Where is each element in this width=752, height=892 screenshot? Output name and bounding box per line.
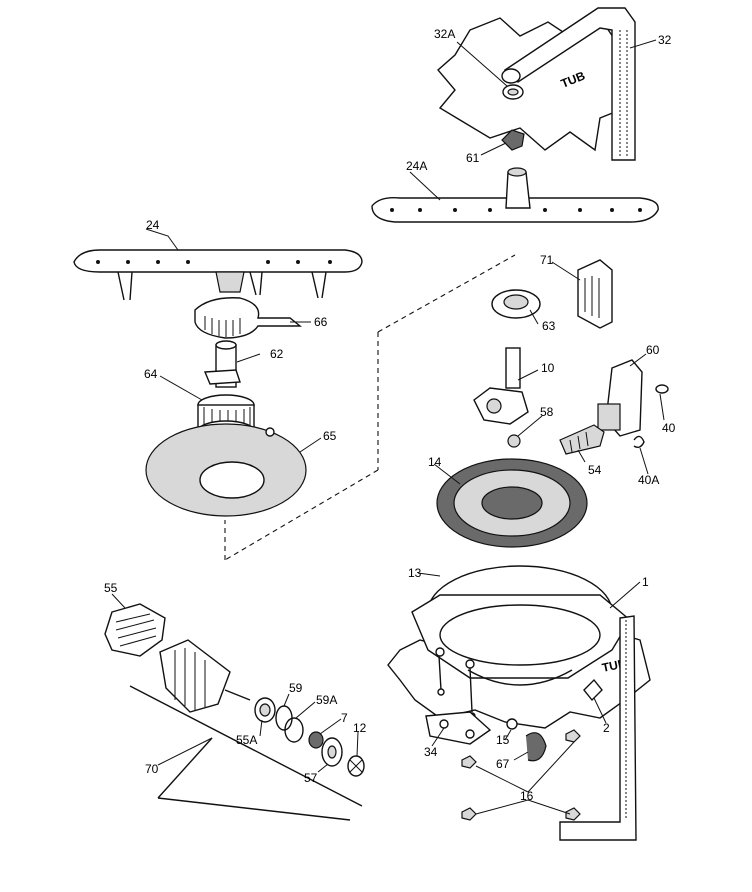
filter-disc-14 — [436, 458, 588, 548]
label-61: 61 — [466, 151, 480, 165]
gasket-32A — [502, 84, 524, 100]
label-1: 1 — [642, 575, 649, 589]
label-7: 7 — [341, 711, 348, 725]
inlet-valve-60 — [597, 359, 643, 437]
hose-54 — [559, 424, 605, 455]
label-24: 24 — [146, 218, 160, 232]
label-60: 60 — [646, 343, 660, 357]
clip-40A — [633, 435, 645, 449]
label-63: 63 — [542, 319, 556, 333]
nuts-16 — [461, 729, 581, 821]
label-59: 59 — [289, 681, 303, 695]
upper-tub-cutaway: TUB — [437, 16, 626, 152]
upper-spray-arm-24A — [371, 167, 659, 223]
label-59A: 59A — [316, 693, 337, 707]
filter-screen-65 — [145, 423, 307, 517]
label-67: 67 — [496, 757, 510, 771]
label-15: 15 — [496, 733, 510, 747]
label-16: 16 — [520, 789, 534, 803]
label-34: 34 — [424, 745, 438, 759]
motor-70 — [129, 639, 363, 821]
tube-62 — [203, 340, 241, 388]
part-labels: 32A 32 61 24A 24 71 66 63 62 60 64 10 40… — [104, 27, 676, 803]
clip-40 — [655, 384, 669, 394]
part-15 — [506, 718, 518, 730]
motor-bracket-55 — [104, 603, 166, 657]
label-65: 65 — [323, 429, 337, 443]
label-62: 62 — [270, 347, 284, 361]
label-14: 14 — [428, 455, 442, 469]
label-32: 32 — [658, 33, 672, 47]
label-71: 71 — [540, 253, 554, 267]
label-54: 54 — [588, 463, 602, 477]
label-40: 40 — [662, 421, 676, 435]
label-57: 57 — [304, 771, 318, 785]
cap-63 — [491, 289, 541, 319]
label-13: 13 — [408, 566, 422, 580]
sump-housing-1 — [411, 594, 631, 686]
plate-34 — [425, 711, 492, 745]
leader-lines — [111, 39, 665, 815]
impeller-57 — [321, 737, 343, 767]
impeller-12 — [347, 755, 365, 777]
label-10: 10 — [541, 361, 555, 375]
label-58: 58 — [540, 405, 554, 419]
label-66: 66 — [314, 315, 328, 329]
label-55: 55 — [104, 581, 118, 595]
part-7 — [308, 731, 324, 749]
part-2 — [583, 678, 603, 702]
seal-55A — [254, 697, 276, 723]
label-24A: 24A — [406, 159, 427, 173]
supply-tube-32 — [501, 7, 636, 161]
nut-61 — [501, 129, 525, 151]
ball-58 — [507, 434, 521, 448]
label-70: 70 — [145, 762, 159, 776]
bracket-71 — [577, 259, 613, 329]
seal-66 — [194, 297, 302, 339]
label-40A: 40A — [638, 473, 659, 487]
gasket-59A — [284, 717, 304, 743]
label-12: 12 — [353, 721, 367, 735]
label-55A: 55A — [236, 733, 257, 747]
drain-tube — [559, 615, 637, 841]
lower-spray-arm-24 — [73, 249, 363, 301]
pump-10 — [473, 347, 529, 425]
label-2: 2 — [603, 721, 610, 735]
label-32A: 32A — [434, 27, 455, 41]
gasket-59 — [275, 705, 293, 731]
clamp-67 — [525, 732, 547, 762]
label-64: 64 — [144, 367, 158, 381]
